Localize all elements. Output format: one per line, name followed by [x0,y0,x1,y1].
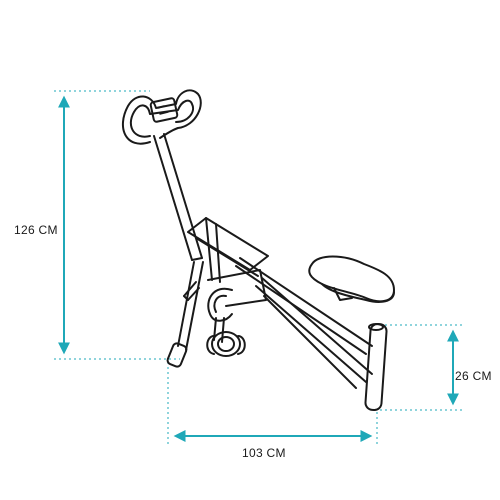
rear-post [364,323,388,411]
console-display [149,97,179,123]
frame-joint [187,217,269,307]
height-dimension: 126 CM [14,90,180,360]
front-leg [166,261,204,368]
seat-pad [308,255,395,303]
height-label: 126 CM [14,223,58,237]
handlebar [122,89,202,145]
side-peg [183,281,200,301]
foot-roller [211,331,241,357]
base-height-label: 26 CM [455,369,492,383]
front-column [153,133,203,261]
front-foot-cap [166,342,188,368]
base-height-dimension: 26 CM [380,324,492,411]
leg-roller-assembly [206,287,246,357]
depth-dimension: 103 CM [167,362,378,460]
squat-machine-icon [122,89,395,411]
main-rail [235,257,373,389]
depth-label: 103 CM [242,446,286,460]
